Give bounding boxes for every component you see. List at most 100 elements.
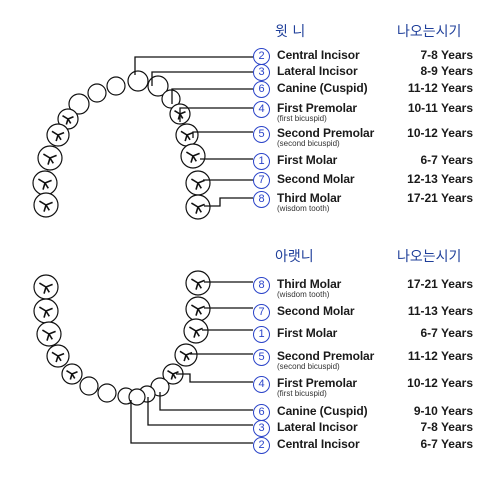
eruption-age: 10-12 Years xyxy=(407,126,473,140)
tooth-name: Lateral Incisor xyxy=(277,64,358,78)
lower-header-name: 아랫니 xyxy=(275,249,314,265)
lower-tooth-1-groove xyxy=(38,282,53,294)
lower-tooth-16 xyxy=(128,388,146,406)
tooth-number-badge: 3 xyxy=(253,420,270,437)
eruption-age: 11-12 Years xyxy=(407,349,473,363)
lower-tooth-9-groove xyxy=(190,278,205,290)
tooth-number-badge: 8 xyxy=(253,191,270,208)
upper-leader-line-1 xyxy=(134,56,253,75)
upper-tooth-14-groove xyxy=(185,151,200,163)
lower-tooth-4-groove xyxy=(51,351,65,363)
eruption-age: 6-7 Years xyxy=(420,153,474,167)
lower-tooth-10-groove xyxy=(190,304,205,316)
tooth-number-badge: 5 xyxy=(253,126,270,143)
upper-row-4: 4 First Premolar(first bicuspid) 10-11 Yea… xyxy=(253,101,473,125)
lower-row-4: 5 Second Premolar(second bicuspid) 11-12 Y… xyxy=(253,349,473,373)
eruption-age: 10-11 Years xyxy=(407,101,473,115)
eruption-age: 17-21 Years xyxy=(407,277,473,291)
upper-leader-line-5 xyxy=(192,131,253,138)
upper-tooth-13-groove xyxy=(180,130,194,142)
tooth-name: First Molar xyxy=(277,153,338,167)
tooth-number-badge: 7 xyxy=(253,304,270,321)
upper-tooth-9-groove xyxy=(38,200,53,212)
lower-tooth-2-groove xyxy=(38,306,53,318)
lower-tooth-13-groove xyxy=(167,370,179,380)
upper-tooth-4 xyxy=(68,93,90,115)
tooth-name: Second Molar xyxy=(277,304,355,318)
eruption-age: 7-8 Years xyxy=(420,48,474,62)
tooth-number-badge: 5 xyxy=(253,349,270,366)
upper-row-3: 6 Canine (Cuspid) 11-12 Years xyxy=(253,81,473,105)
lower-row-5: 4 First Premolar(first bicuspid) 10-12 Yea… xyxy=(253,376,473,400)
lower-tooth-5-groove xyxy=(66,370,78,380)
lower-leader-line-5 xyxy=(176,373,253,383)
eruption-age: 10-12 Years xyxy=(407,376,473,390)
tooth-name: Canine (Cuspid) xyxy=(277,404,368,418)
tooth-alt-name: (wisdom tooth) xyxy=(277,290,330,299)
tooth-name: First Molar xyxy=(277,326,338,340)
upper-leader-line-2 xyxy=(151,71,253,86)
lower-tooth-3-groove xyxy=(41,329,56,341)
lower-row-6: 6 Canine (Cuspid) 9-10 Years xyxy=(253,404,473,428)
eruption-age: 8-9 Years xyxy=(420,64,474,78)
tooth-number-badge: 1 xyxy=(253,326,270,343)
upper-tooth-8-groove xyxy=(37,178,52,190)
upper-tooth-10 xyxy=(147,75,169,97)
tooth-number-badge: 4 xyxy=(253,376,270,393)
tooth-name: First Premolar xyxy=(277,101,357,115)
tooth-number-badge: 8 xyxy=(253,277,270,294)
upper-tooth-7-groove xyxy=(42,153,57,165)
upper-row-8: 8 Third Molar(wisdom tooth) 17-21 Years xyxy=(253,191,473,215)
tooth-number-badge: 6 xyxy=(253,81,270,98)
eruption-age: 17-21 Years xyxy=(407,191,473,205)
upper-tooth-2 xyxy=(106,76,126,96)
tooth-name: Central Incisor xyxy=(277,48,360,62)
upper-header-name: 윗 니 xyxy=(275,24,306,40)
upper-tooth-5-groove xyxy=(62,115,74,125)
eruption-age: 11-12 Years xyxy=(407,81,473,95)
upper-tooth-3 xyxy=(87,83,107,103)
upper-tooth-6-groove xyxy=(51,130,65,142)
eruption-age: 6-7 Years xyxy=(420,437,474,451)
tooth-number-badge: 2 xyxy=(253,48,270,65)
eruption-age: 11-13 Years xyxy=(407,304,473,318)
tooth-alt-name: (first bicuspid) xyxy=(277,389,327,398)
lower-leader-line-6 xyxy=(159,392,253,411)
tooth-name: Second Premolar xyxy=(277,126,375,140)
tooth-number-badge: 7 xyxy=(253,172,270,189)
tooth-name: Lateral Incisor xyxy=(277,420,358,434)
lower-row-2: 7 Second Molar 11-13 Years xyxy=(253,304,473,328)
upper-tooth-15-groove xyxy=(190,178,205,190)
upper-header-age: 나오는시기 xyxy=(397,24,462,40)
tooth-name: Third Molar xyxy=(277,191,342,205)
lower-tooth-6 xyxy=(79,376,99,396)
upper-tooth-1 xyxy=(127,70,149,92)
tooth-number-badge: 4 xyxy=(253,101,270,118)
upper-leader-line-4 xyxy=(179,107,253,122)
tooth-alt-name: (wisdom tooth) xyxy=(277,204,330,213)
upper-tooth-16-groove xyxy=(190,202,205,214)
upper-leader-line-3 xyxy=(171,88,253,104)
tooth-alt-name: (first bicuspid) xyxy=(277,114,327,123)
upper-leader-line-8 xyxy=(204,197,253,207)
tooth-number-badge: 6 xyxy=(253,404,270,421)
eruption-age: 7-8 Years xyxy=(420,420,474,434)
tooth-name: First Premolar xyxy=(277,376,357,390)
tooth-name: Central Incisor xyxy=(277,437,360,451)
tooth-alt-name: (second bicuspid) xyxy=(277,362,340,371)
tooth-number-badge: 2 xyxy=(253,437,270,454)
eruption-age: 9-10 Years xyxy=(413,404,473,418)
lower-leader-line-8 xyxy=(130,400,253,444)
eruption-age: 12-13 Years xyxy=(407,172,473,186)
tooth-name: Canine (Cuspid) xyxy=(277,81,368,95)
lower-row-1: 8 Third Molar(wisdom tooth) 17-21 Years xyxy=(253,277,473,301)
tooth-name: Second Molar xyxy=(277,172,355,186)
lower-header-age: 나오는시기 xyxy=(397,249,462,265)
lower-leader-line-7 xyxy=(147,397,253,426)
upper-tooth-11 xyxy=(161,89,181,109)
tooth-name: Third Molar xyxy=(277,277,342,291)
tooth-name: Second Premolar xyxy=(277,349,375,363)
tooth-number-badge: 1 xyxy=(253,153,270,170)
